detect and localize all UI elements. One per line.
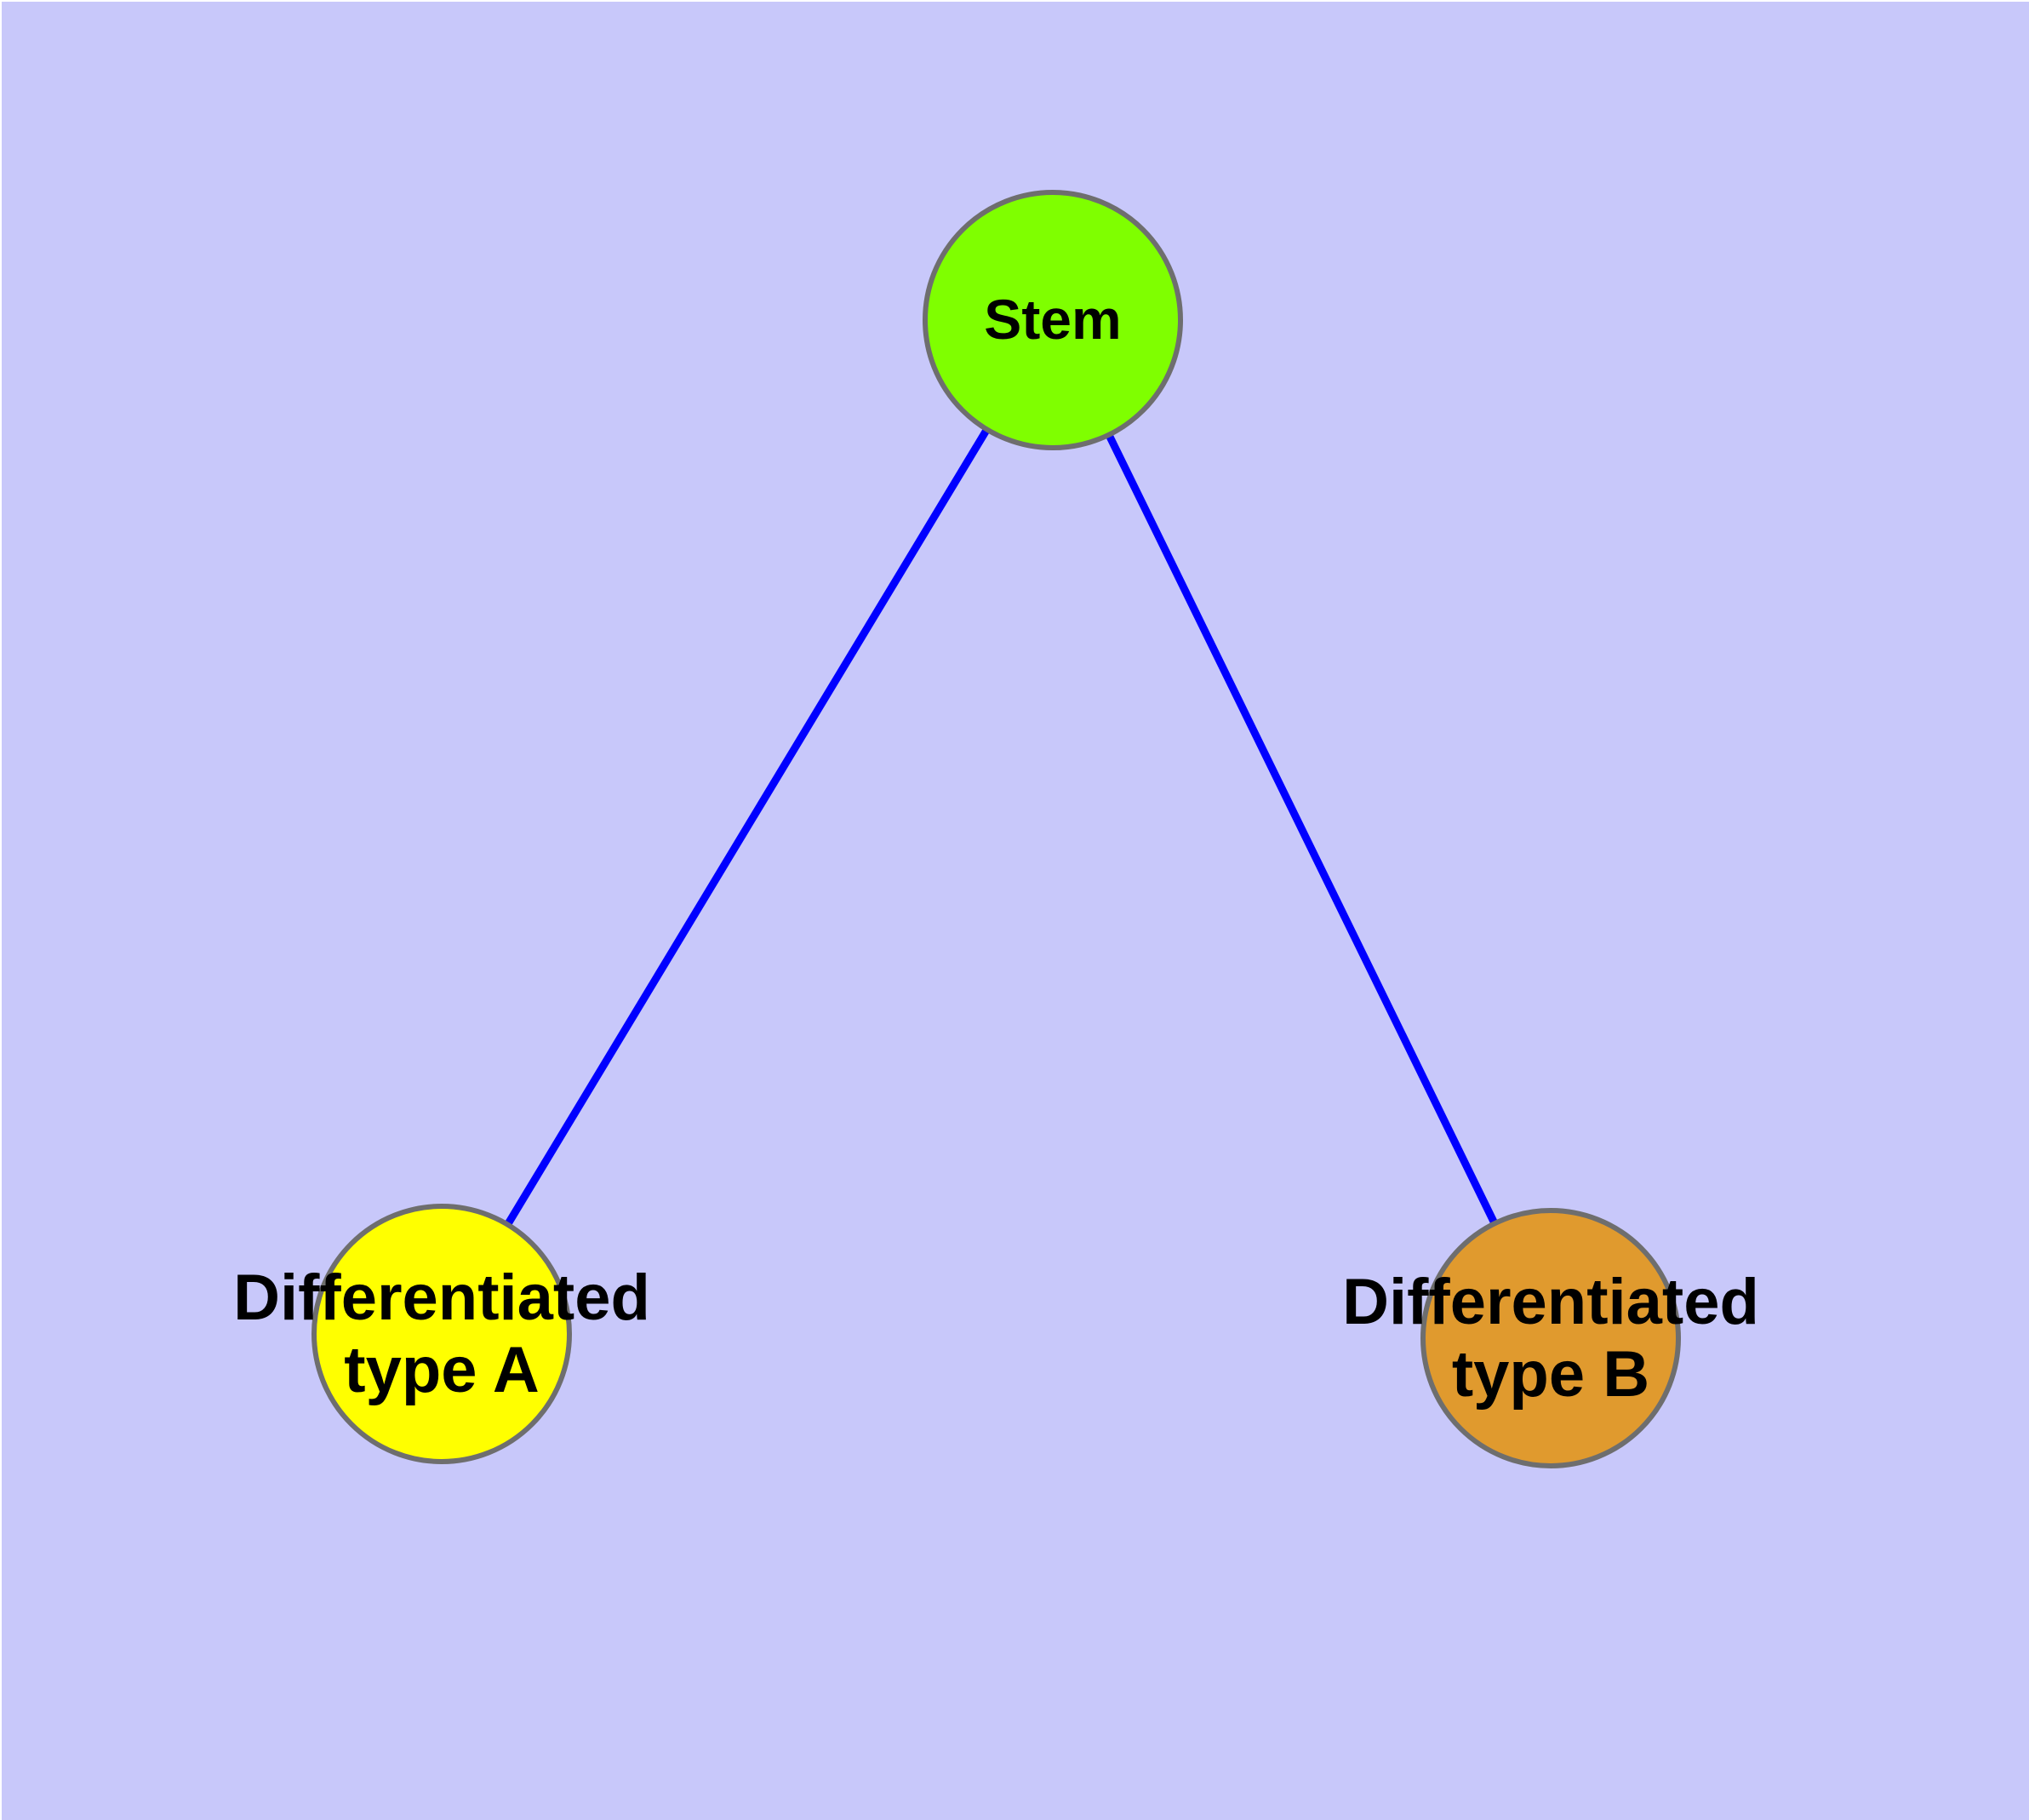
node-differentiated-type-a[interactable] (311, 1204, 572, 1464)
edge-layer (438, 318, 1555, 1340)
node-differentiated-type-b[interactable] (1420, 1208, 1681, 1468)
node-layer (311, 190, 1681, 1468)
edge-stem-to-differentiated-type-a (438, 318, 1056, 1336)
node-stem[interactable] (923, 190, 1183, 450)
edge-stem-to-differentiated-type-b (1049, 318, 1555, 1340)
